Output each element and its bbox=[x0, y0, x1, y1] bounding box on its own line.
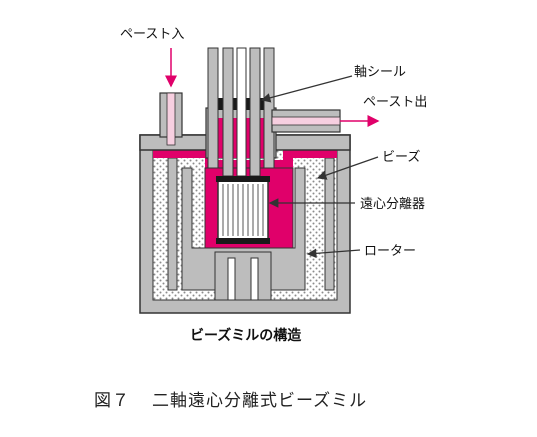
figure-number: 図７ bbox=[94, 391, 130, 411]
paste-inlet-channel bbox=[166, 92, 176, 146]
label-structure-title: ビーズミルの構造 bbox=[190, 327, 301, 344]
paste-outlet-channel bbox=[271, 116, 341, 126]
figure-caption-text: 二軸遠心分離式ビーズミル bbox=[152, 391, 368, 411]
label-paste-out: ペースト出 bbox=[363, 95, 427, 110]
rotor-slat-left bbox=[167, 157, 178, 291]
figure-caption: 図７ 二軸遠心分離式ビーズミル bbox=[94, 386, 367, 411]
separator-stripes bbox=[222, 184, 264, 236]
rotor-slat-right bbox=[324, 157, 335, 291]
inner-shaft-left bbox=[222, 47, 234, 177]
label-shaft-seal: 軸シール bbox=[354, 65, 406, 80]
separator-cap-top bbox=[216, 176, 270, 182]
paste-flow-top bbox=[153, 150, 337, 168]
rotor-leader bbox=[306, 248, 361, 259]
outer-shaft-right bbox=[263, 47, 275, 169]
outer-shaft-left bbox=[207, 47, 219, 169]
label-paste-in: ペースト入 bbox=[120, 27, 184, 42]
beads-leader bbox=[316, 156, 379, 180]
shaft-seal-leader bbox=[260, 75, 353, 103]
label-rotor: ローター bbox=[364, 244, 416, 259]
center-shaft bbox=[236, 47, 247, 177]
bottom-shaft-housing bbox=[214, 251, 272, 301]
label-separator: 遠心分離器 bbox=[360, 197, 425, 212]
label-beads: ビーズ bbox=[382, 149, 420, 165]
inner-shaft-right bbox=[249, 47, 261, 177]
bottom-shaft-right bbox=[250, 257, 259, 301]
bottom-shaft-left bbox=[227, 257, 236, 301]
separator-cap-bottom bbox=[216, 238, 270, 244]
